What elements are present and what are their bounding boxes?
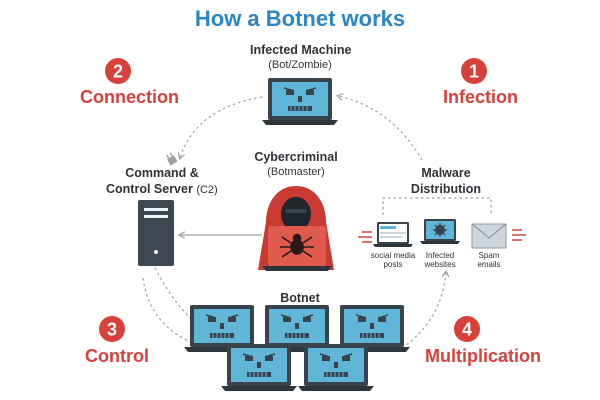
botnet-laptop-icon bbox=[220, 343, 298, 392]
social-media-laptop-icon bbox=[373, 222, 413, 247]
step-number-3: 3 bbox=[107, 320, 117, 340]
malware-title-line2: Distribution bbox=[410, 182, 482, 196]
malware-title-line1: Malware bbox=[421, 166, 471, 180]
c2-suffix: (C2) bbox=[196, 184, 218, 196]
server-icon bbox=[138, 200, 174, 266]
arrow-infection bbox=[338, 96, 423, 161]
step-label-infection: Infection bbox=[443, 87, 518, 107]
plug-icon bbox=[166, 152, 178, 166]
step-number-2: 2 bbox=[113, 62, 123, 82]
c2-title-line1: Command & bbox=[125, 166, 199, 180]
spider-icon bbox=[280, 233, 314, 258]
botnet-label: Botnet bbox=[280, 291, 320, 305]
arrow-multiplication bbox=[401, 272, 446, 349]
botnet-laptops bbox=[183, 304, 411, 392]
step-badge-3: 3 bbox=[99, 316, 125, 342]
step-badge-2: 2 bbox=[105, 58, 131, 84]
step-number-1: 1 bbox=[469, 62, 479, 82]
diagram-title: How a Botnet works bbox=[194, 6, 406, 31]
infected-website-laptop-icon bbox=[420, 219, 460, 244]
step-label-control: Control bbox=[85, 346, 149, 366]
arrow-connection bbox=[180, 96, 263, 158]
motion-lines bbox=[358, 229, 526, 243]
cybercriminal-title: Cybercriminal bbox=[254, 150, 338, 164]
cybercriminal-subtitle: (Botmaster) bbox=[267, 166, 325, 178]
hacker-icon bbox=[258, 186, 334, 271]
step-number-4: 4 bbox=[462, 320, 472, 340]
step-badge-1: 1 bbox=[461, 58, 487, 84]
infected-machine-laptop-icon bbox=[261, 77, 339, 126]
step-label-multiplication: Multiplication bbox=[425, 346, 541, 366]
step-label-connection: Connection bbox=[80, 87, 179, 107]
c2-title-line2: Control Server (C2) bbox=[106, 182, 218, 196]
infected-machine-title: Infected Machine bbox=[250, 43, 352, 57]
envelope-icon bbox=[471, 223, 507, 249]
bracket-vectors bbox=[382, 197, 492, 215]
step-badge-4: 4 bbox=[454, 316, 480, 342]
botnet-laptop-icon bbox=[297, 343, 375, 392]
infected-machine-subtitle: (Bot/Zombie) bbox=[268, 59, 332, 71]
